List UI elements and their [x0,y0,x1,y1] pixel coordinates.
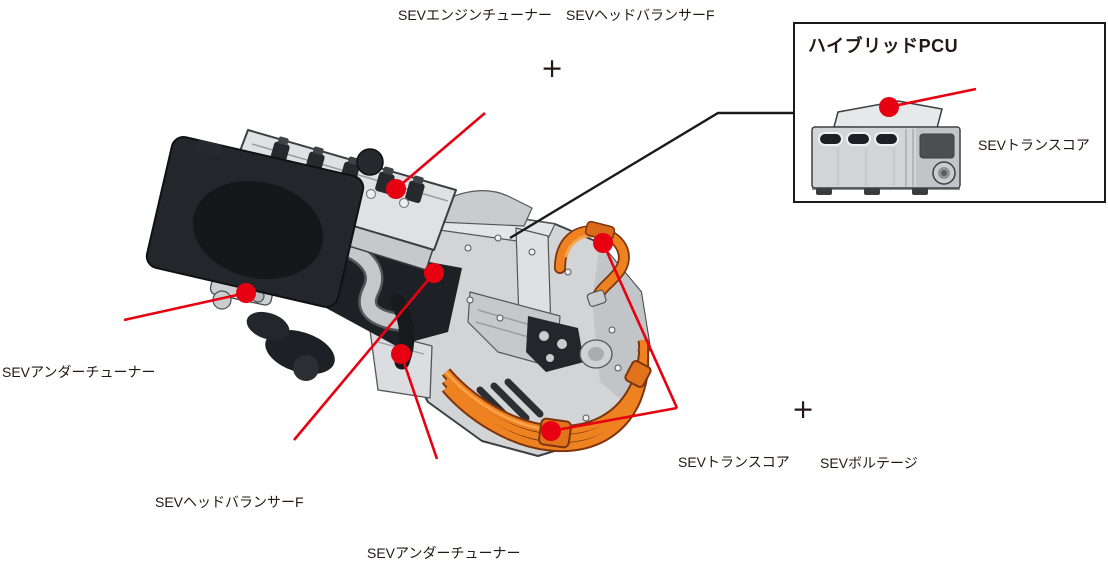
label-engine-tuner-head-balancer: SEVエンジンチューナー SEVヘッドバランサーF [398,7,715,23]
label-trans-core-bottom: SEVトランスコア [678,454,790,470]
pcu-unit-illustration [811,100,961,195]
hybrid-pcu-box: ハイブリッドPCU SEVトランスコア [793,22,1106,203]
label-under-tuner-left: SEVアンダーチューナー [2,364,156,380]
label-head-balancer-bottom: SEVヘッドバランサーF [155,494,304,510]
pcu-trans-core-label: SEVトランスコア [978,137,1090,153]
label-under-tuner-bottom: SEVアンダーチューナー [367,545,521,561]
plus-sign-top: + [540,53,564,84]
pcu-box-title: ハイブリッドPCU [808,36,959,56]
label-voltage: SEVボルテージ [820,455,918,471]
plus-sign-right: + [791,394,815,425]
